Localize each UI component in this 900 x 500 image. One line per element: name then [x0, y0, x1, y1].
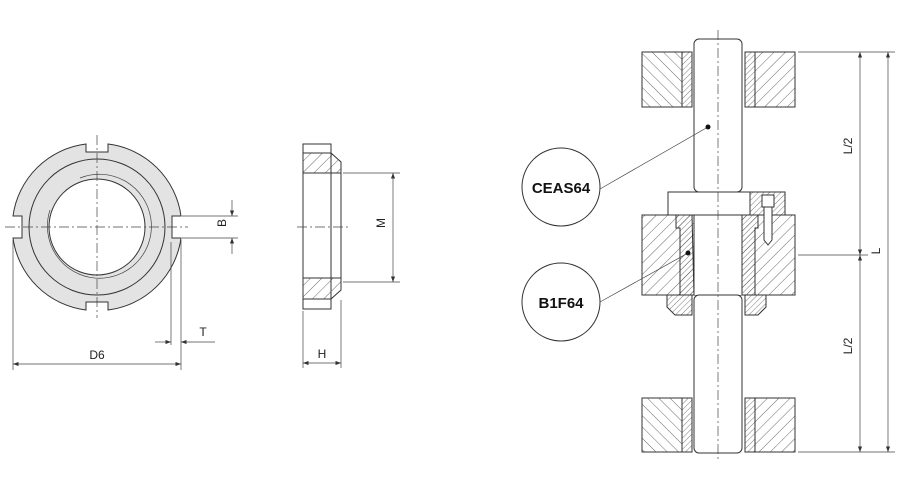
- dim-d6-label: D6: [89, 348, 105, 362]
- callout-ceas64: CEAS64: [521, 124, 711, 227]
- dim-l-half-lower: L/2: [841, 337, 855, 354]
- thread-arc: [47, 173, 152, 279]
- dim-l-total: L: [869, 247, 883, 254]
- ring-nut-side-view: M H: [297, 143, 400, 368]
- shaft-assembly-section: [641, 30, 796, 462]
- dim-b-label: B: [215, 219, 229, 227]
- callout-b1f64-label: B1F64: [538, 295, 584, 312]
- dim-m-label: M: [374, 218, 388, 228]
- length-dimensions: L/2 L/2 L: [798, 51, 895, 453]
- callout-b1f64: B1F64: [521, 250, 691, 342]
- callout-ceas64-label: CEAS64: [532, 180, 591, 197]
- ring-nut-front-view: B D6 T: [5, 135, 238, 370]
- dim-t-label: T: [199, 325, 207, 339]
- dim-h-label: H: [318, 347, 327, 361]
- dim-l-half-upper: L/2: [841, 137, 855, 154]
